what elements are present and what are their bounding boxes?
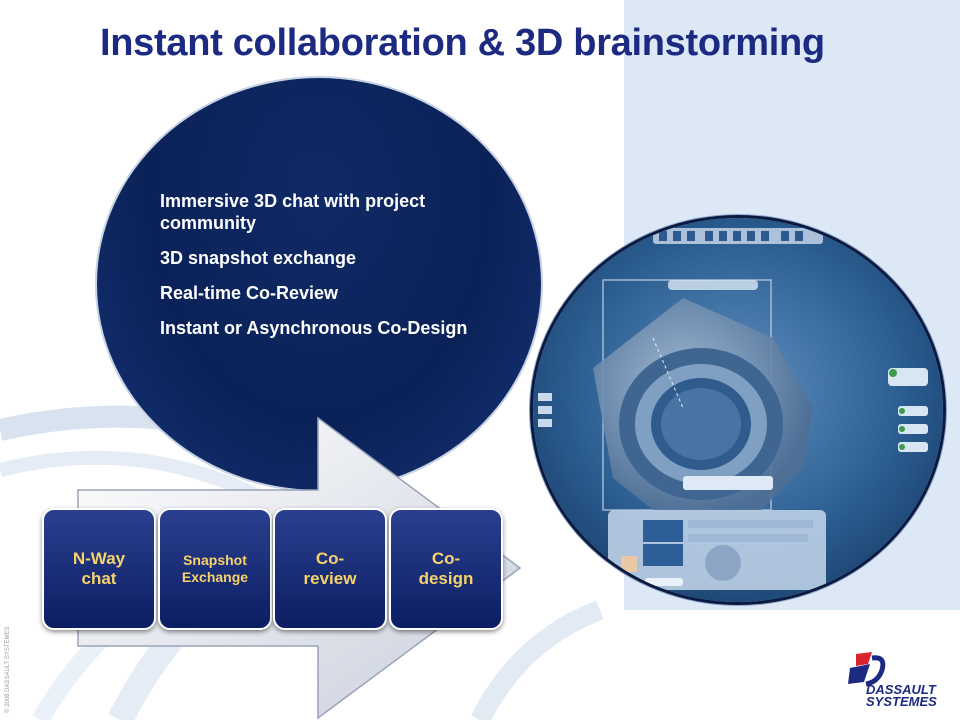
dassault-logo: [848, 652, 886, 687]
stage-label: chat: [81, 569, 117, 588]
app-screenshot-circle: [533, 218, 943, 602]
stage-snapshot-exchange: Snapshot Exchange: [158, 508, 272, 630]
slide-title: Instant collaboration & 3D brainstorming: [100, 22, 825, 64]
bullet-item: Instant or Asynchronous Co-Design: [160, 318, 468, 338]
bullet-item: Immersive 3D chat with project community: [160, 191, 426, 233]
copyright-text: © 2008 DASSAULT SYSTEMES: [5, 626, 11, 713]
bullet-item: 3D snapshot exchange: [160, 248, 357, 268]
stage-label: Exchange: [181, 569, 249, 585]
stage-co-design: Co- design: [389, 508, 503, 630]
cad-screenshot-illustration: [533, 218, 943, 602]
logo-wordmark: DASSAULT SYSTEMES: [866, 682, 937, 709]
stage-label: Co-: [315, 549, 345, 568]
stage-n-way-chat: N-Way chat: [42, 508, 156, 630]
stage-label: review: [303, 569, 357, 588]
bullet-item: Real-time Co-Review: [160, 283, 339, 303]
stage-label: design: [418, 569, 474, 588]
logo-line: SYSTEMES: [866, 694, 937, 709]
feature-bullets: Immersive 3D chat with project community…: [160, 190, 520, 352]
stage-label: Co-: [431, 549, 461, 568]
stage-label: N-Way: [72, 549, 126, 568]
logo-line: DASSAULT: [866, 682, 936, 697]
stage-label: Snapshot: [183, 552, 247, 568]
stage-co-review: Co- review: [273, 508, 387, 630]
